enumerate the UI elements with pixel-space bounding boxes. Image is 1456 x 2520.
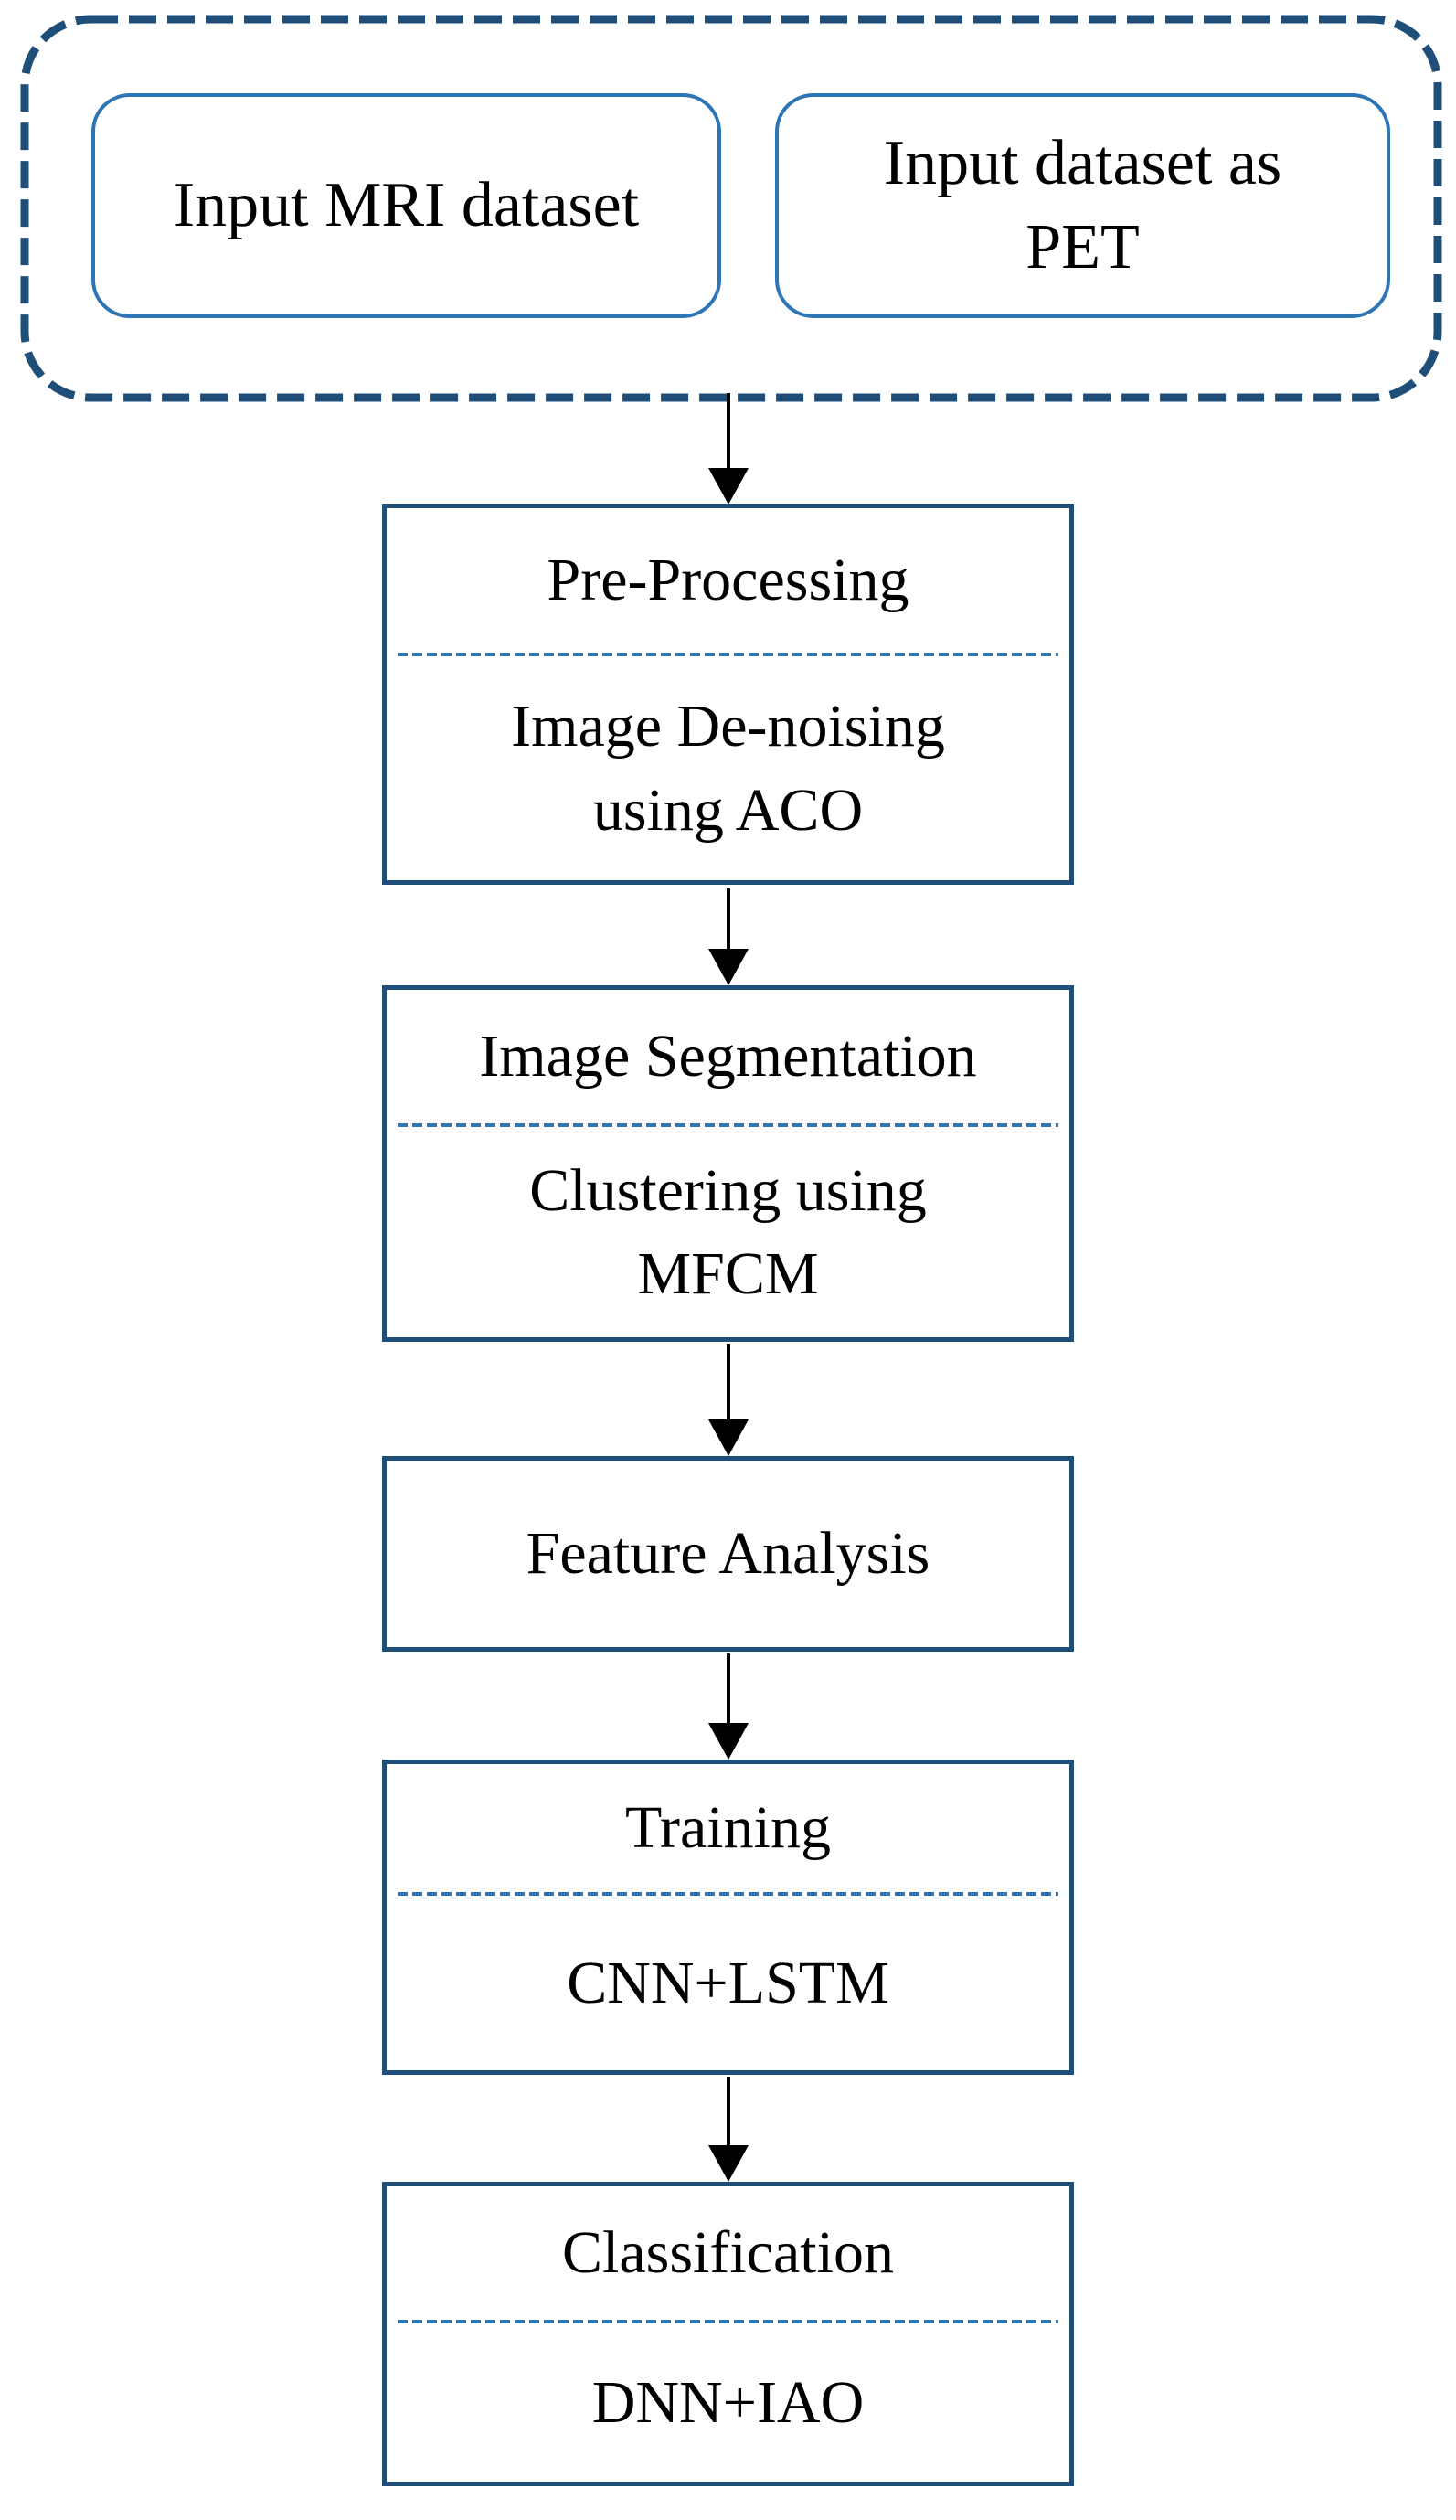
- arrow-down-2: [708, 888, 749, 985]
- arrow-shaft: [727, 2077, 730, 2151]
- node-image-segmentation: Image Segmentation Clustering using MFCM: [382, 985, 1074, 1342]
- arrow-head-icon: [708, 949, 749, 985]
- arrow-shaft: [727, 1653, 730, 1728]
- node-classification: Classification DNN+IAO: [382, 2182, 1074, 2486]
- node-title-section: Pre-Processing: [387, 508, 1069, 653]
- arrow-shaft: [727, 1344, 730, 1425]
- node-title-section: Image Segmentation: [387, 990, 1069, 1123]
- input-group-dashed-container: [20, 15, 1442, 402]
- node-method-line: using ACO: [592, 776, 864, 844]
- node-title-section: Feature Analysis: [387, 1461, 1069, 1647]
- arrow-head-icon: [708, 1723, 749, 1760]
- node-training: Training CNN+LSTM: [382, 1760, 1074, 2075]
- node-preprocessing: Pre-Processing Image De-noising using AC…: [382, 504, 1074, 885]
- node-title-section: Training: [387, 1764, 1069, 1892]
- node-title: Feature Analysis: [526, 1520, 930, 1588]
- node-method-section: Image De-noising using ACO: [387, 656, 1069, 880]
- node-input-dataset-pet: Input dataset as PET: [775, 93, 1390, 318]
- node-method-section: DNN+IAO: [387, 2323, 1069, 2482]
- arrow-down-4: [708, 1653, 749, 1760]
- arrow-down-3: [708, 1344, 749, 1456]
- node-title-section: Classification: [387, 2186, 1069, 2320]
- arrow-shaft: [727, 393, 730, 473]
- node-input-mri-dataset: Input MRI dataset: [91, 93, 721, 318]
- arrow-head-icon: [708, 468, 749, 505]
- arrow-head-icon: [708, 2145, 749, 2182]
- section-divider: [398, 653, 1058, 656]
- section-divider: [398, 2320, 1058, 2323]
- node-method-line: Image De-noising: [511, 693, 945, 760]
- arrow-down-5: [708, 2077, 749, 2182]
- node-method-line: CNN+LSTM: [567, 1949, 889, 2016]
- node-method-section: CNN+LSTM: [387, 1896, 1069, 2070]
- node-title: Classification: [562, 2219, 894, 2287]
- node-method-line: DNN+IAO: [591, 2368, 865, 2436]
- node-title: Pre-Processing: [547, 547, 909, 614]
- dashed-border-rect: [20, 15, 1442, 402]
- arrow-shaft: [727, 888, 730, 954]
- node-label-line: Input dataset as: [883, 127, 1282, 198]
- arrow-down-1: [708, 393, 749, 505]
- node-title: Training: [625, 1794, 831, 1862]
- section-divider: [398, 1123, 1058, 1127]
- node-title: Image Segmentation: [479, 1023, 977, 1090]
- node-method-line: Clustering using: [529, 1156, 927, 1224]
- node-label-line: PET: [1026, 212, 1140, 282]
- arrow-head-icon: [708, 1419, 749, 1456]
- node-label: Input MRI dataset: [173, 169, 640, 240]
- node-method-section: Clustering using MFCM: [387, 1127, 1069, 1337]
- node-method-line: MFCM: [637, 1240, 819, 1307]
- section-divider: [398, 1892, 1058, 1896]
- node-feature-analysis: Feature Analysis: [382, 1456, 1074, 1652]
